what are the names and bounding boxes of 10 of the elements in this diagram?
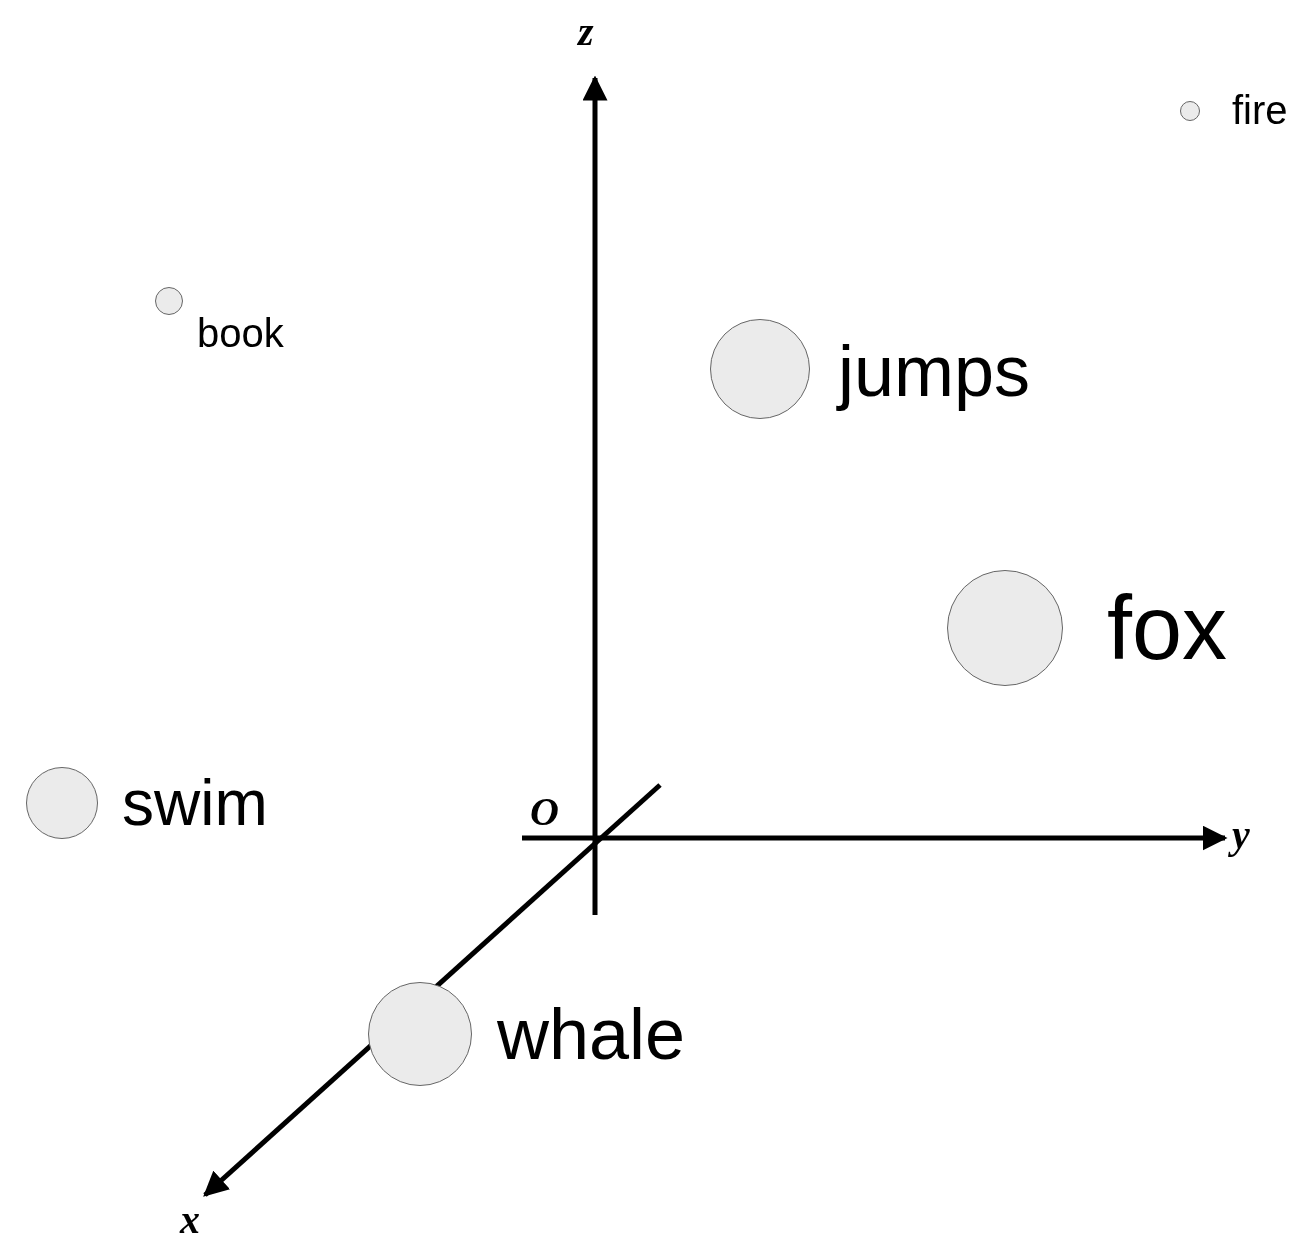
point-circle: [1180, 101, 1200, 121]
word-label: fox: [1107, 583, 1228, 673]
origin-label: O: [530, 792, 559, 832]
word-label: whale: [497, 998, 686, 1070]
word-label: fire: [1232, 90, 1288, 130]
point-circle: [155, 287, 183, 315]
word-label: book: [197, 313, 284, 353]
axis-label: x: [180, 1200, 200, 1237]
word-label: swim: [122, 771, 268, 835]
axis-label: z: [578, 12, 594, 52]
